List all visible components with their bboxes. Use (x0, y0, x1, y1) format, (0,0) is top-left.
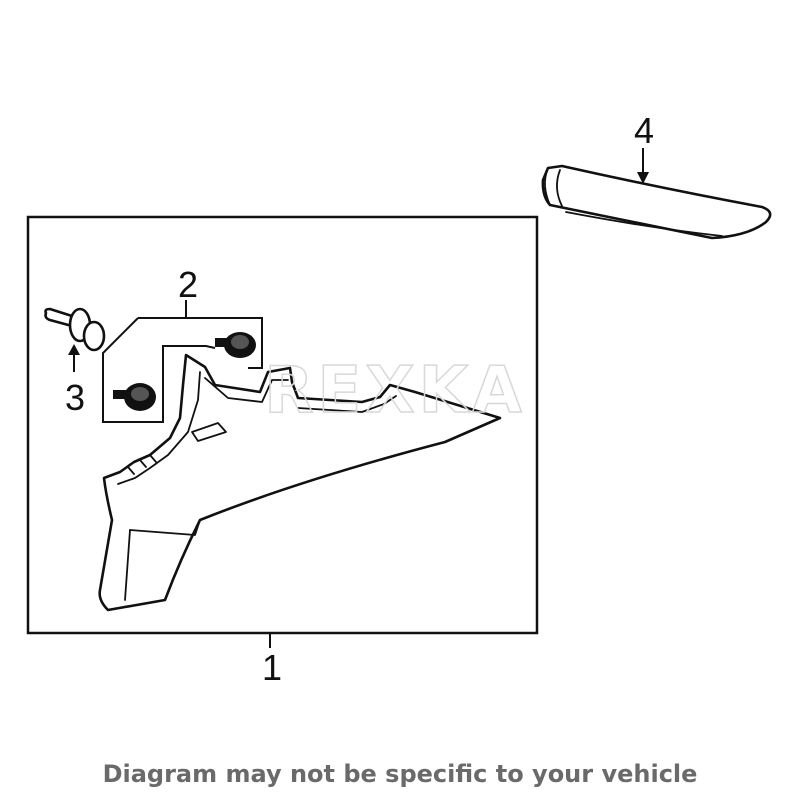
callout-1: 1 (262, 647, 282, 688)
part-4-trim-strip (541, 164, 772, 240)
part-2-screw-upper (215, 332, 256, 358)
leader-2-bracket (102, 300, 263, 423)
part-3-push-clip (44, 307, 106, 352)
watermark-text: REXKA (264, 354, 525, 428)
part-2-screw-lower (113, 383, 156, 411)
part-1-pillar-trim (98, 353, 502, 612)
assembly-frame (26, 215, 539, 635)
callout-4: 4 (634, 110, 654, 151)
callout-2: 2 (178, 264, 198, 305)
arrow-4 (637, 172, 649, 184)
callout-3: 3 (65, 377, 85, 418)
disclaimer-text: Diagram may not be specific to your vehi… (102, 760, 698, 788)
arrow-3 (68, 344, 80, 355)
